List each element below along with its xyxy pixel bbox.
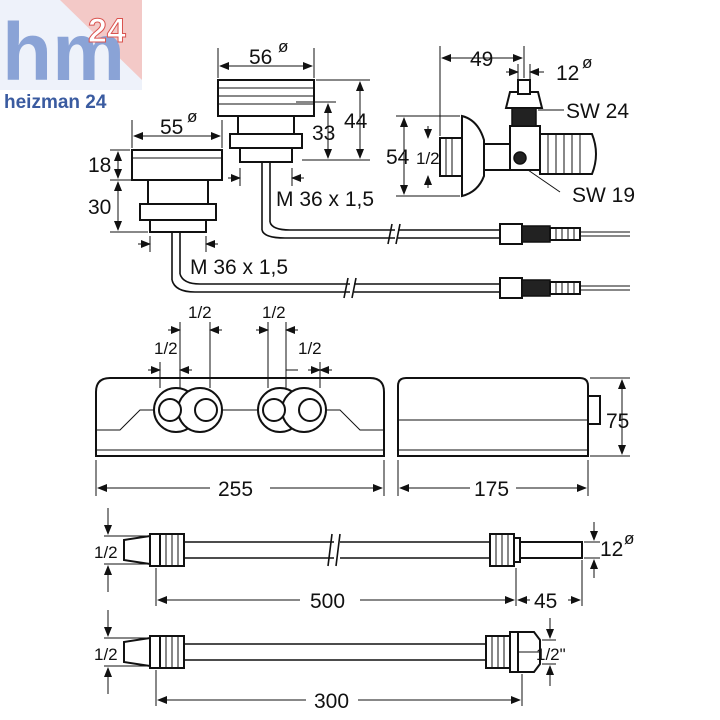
dim-49: 49 [439,46,525,136]
connector-plug-2 [499,277,630,299]
dim-75: 75 [590,377,630,457]
logo-accent-shape [60,0,142,80]
diameter-symbol: ø [278,37,288,56]
label-thread-1: M 36 x 1,5 [276,188,374,211]
label-18: 18 [88,154,111,177]
logo-brand-bg [0,90,142,112]
control-box-front [95,377,385,457]
diameter-symbol: ø [582,53,592,72]
label-box-half-2: 1/2 [188,303,212,322]
connector-plug-1 [499,223,630,245]
label-half-valve: 1/2 [416,149,440,168]
label-hose2-half: 1/2 [94,645,118,664]
label-500: 500 [310,590,345,613]
sensor-head-56 [217,79,500,245]
dim-300: 300 [155,670,523,713]
dim-12-hose: 12 ø [584,522,634,578]
brand-logo: hm 24 heizman 24 [0,0,142,113]
sensor-head-55 [131,149,500,299]
dim-255-175: 255 175 [95,460,589,501]
logo-number: 24 [88,12,126,50]
label-box-half-4: 1/2 [298,339,322,358]
diameter-symbol: ø [624,529,634,548]
label-hose1-half: 1/2 [94,543,118,562]
label-55: 55 [160,116,183,139]
control-box-side [397,377,601,457]
label-30: 30 [88,196,111,219]
label-75: 75 [606,410,629,433]
dim-18-30: 18 30 [88,149,148,233]
hose-300 [123,631,541,673]
label-175: 175 [474,478,509,501]
dim-hose1-half: 1/2 [94,508,150,592]
label-box-half-1: 1/2 [154,339,178,358]
label-12-valve: 12 [556,62,579,85]
logo-brand-text: heizman 24 [4,92,107,113]
dim-hose2-half: 1/2 1/2" [94,610,566,694]
dim-thread-1: M 36 x 1,5 [228,168,374,211]
label-54: 54 [386,146,410,169]
label-255: 255 [218,478,253,501]
dim-sw: SW 24 SW 19 [527,100,635,207]
diameter-symbol: ø [187,107,197,126]
label-44: 44 [344,110,368,133]
label-hose2-half-quote: 1/2" [536,645,566,664]
label-33: 33 [312,122,335,145]
dim-44-33: 44 33 [296,79,370,161]
dim-thread-2: M 36 x 1,5 [138,236,288,279]
label-45: 45 [534,590,557,613]
dim-box-halves: 1/2 1/2 1/2 1/2 [148,303,332,388]
dim-12-valve: 12 ø [506,53,592,85]
dim-56: 56 ø [217,37,315,78]
label-thread-2: M 36 x 1,5 [190,256,288,279]
dim-55: 55 ø [131,107,223,148]
dim-54: 54 1/2 [386,115,460,197]
label-49: 49 [470,48,493,71]
dim-500-45: 500 45 [155,560,583,613]
label-sw19: SW 19 [572,184,635,207]
label-sw24: SW 24 [566,100,629,123]
label-box-half-3: 1/2 [262,303,286,322]
label-300: 300 [314,690,349,713]
label-12-hose: 12 [600,538,623,561]
label-56: 56 [249,46,272,69]
logo-mark: hm [2,7,125,98]
angle-valve [439,79,597,198]
hose-500 [123,533,583,567]
